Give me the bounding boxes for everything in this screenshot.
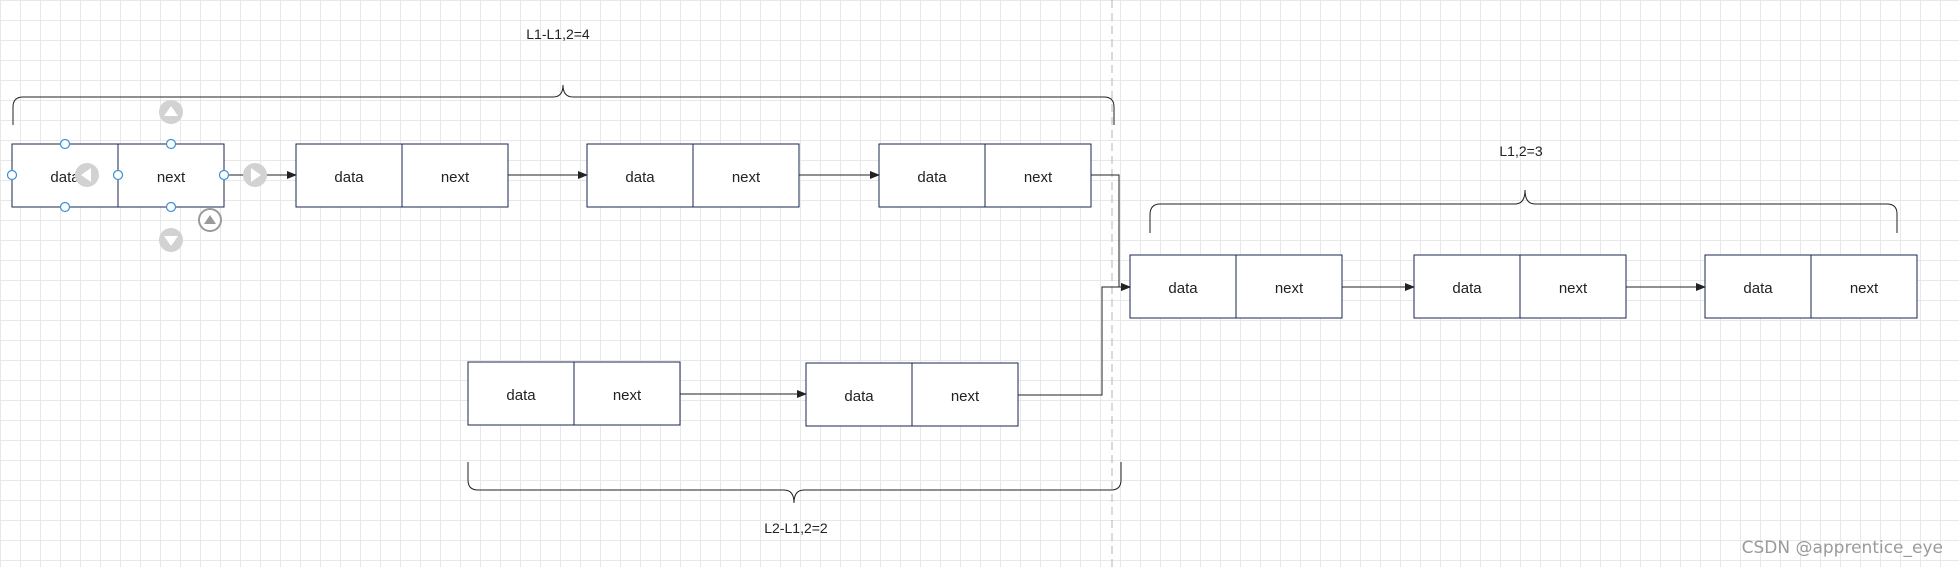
list1-node-3[interactable]: data next	[586, 143, 800, 208]
arrow-list2-to-shared[interactable]	[1018, 283, 1131, 396]
node-data-label: data	[625, 169, 655, 186]
brace-list1	[12, 84, 1115, 125]
node-next-cell	[573, 361, 681, 426]
node-data-cell	[805, 362, 913, 427]
brace-list2	[467, 462, 1122, 504]
arrow-list1-to-shared[interactable]	[1091, 174, 1131, 291]
node-data-label: data	[844, 388, 874, 405]
hover-arrows[interactable]	[75, 100, 267, 252]
list1-node-2[interactable]: data next	[295, 143, 509, 208]
node-data-label: data	[1743, 280, 1773, 297]
hover-arrow-down-icon[interactable]	[159, 228, 183, 252]
resize-handle[interactable]	[112, 169, 124, 181]
node-data-label: data	[506, 387, 536, 404]
resize-handle[interactable]	[6, 169, 18, 181]
node-data-label: data	[917, 169, 947, 186]
list2-node-2[interactable]: data next	[805, 362, 1019, 427]
node-next-label: next	[613, 387, 642, 404]
node-next-label: next	[732, 169, 761, 186]
node-next-label: next	[1559, 280, 1588, 297]
node-next-cell	[401, 143, 509, 208]
shared-node-1[interactable]: data next	[1129, 254, 1343, 319]
rotate-handle-icon[interactable]	[198, 208, 222, 232]
node-data-label: data	[1168, 280, 1198, 297]
brace-label-list2: L2-L1,2=2	[764, 520, 828, 536]
node-data-cell	[1704, 254, 1812, 319]
node-data-cell	[878, 143, 986, 208]
node-next-cell	[692, 143, 800, 208]
node-next-label: next	[157, 169, 186, 186]
node-next-label: next	[951, 388, 980, 405]
resize-handle[interactable]	[59, 201, 71, 213]
brace-label-shared: L1,2=3	[1499, 143, 1542, 159]
node-next-cell	[911, 362, 1019, 427]
csdn-watermark: CSDN @apprentice_eye	[1742, 538, 1943, 558]
shared-node-3[interactable]: data next	[1704, 254, 1918, 319]
shared-node-2[interactable]: data next	[1413, 254, 1627, 319]
selection-handles[interactable]	[6, 138, 230, 213]
node-next-label: next	[1850, 280, 1879, 297]
node-data-cell	[1129, 254, 1237, 319]
hover-arrow-right-icon[interactable]	[243, 163, 267, 187]
node-data-label: data	[50, 169, 80, 186]
brace-label-list1: L1-L1,2=4	[526, 26, 590, 42]
resize-handle[interactable]	[165, 201, 177, 213]
list1-node-4[interactable]: data next	[878, 143, 1092, 208]
node-data-label: data	[1452, 280, 1482, 297]
node-next-label: next	[441, 169, 470, 186]
node-data-cell	[295, 143, 403, 208]
resize-handle[interactable]	[59, 138, 71, 150]
hover-arrow-up-icon[interactable]	[159, 100, 183, 124]
resize-handle[interactable]	[165, 138, 177, 150]
node-data-cell	[467, 361, 575, 426]
node-data-cell	[586, 143, 694, 208]
node-next-label: next	[1024, 169, 1053, 186]
node-next-cell	[1519, 254, 1627, 319]
resize-handle[interactable]	[218, 169, 230, 181]
node-data-cell	[1413, 254, 1521, 319]
list2-node-1[interactable]: data next	[467, 361, 681, 426]
hover-arrow-left-icon[interactable]	[75, 163, 99, 187]
node-next-cell	[1810, 254, 1918, 319]
brace-shared	[1149, 189, 1898, 233]
node-data-label: data	[334, 169, 364, 186]
node-next-label: next	[1275, 280, 1304, 297]
